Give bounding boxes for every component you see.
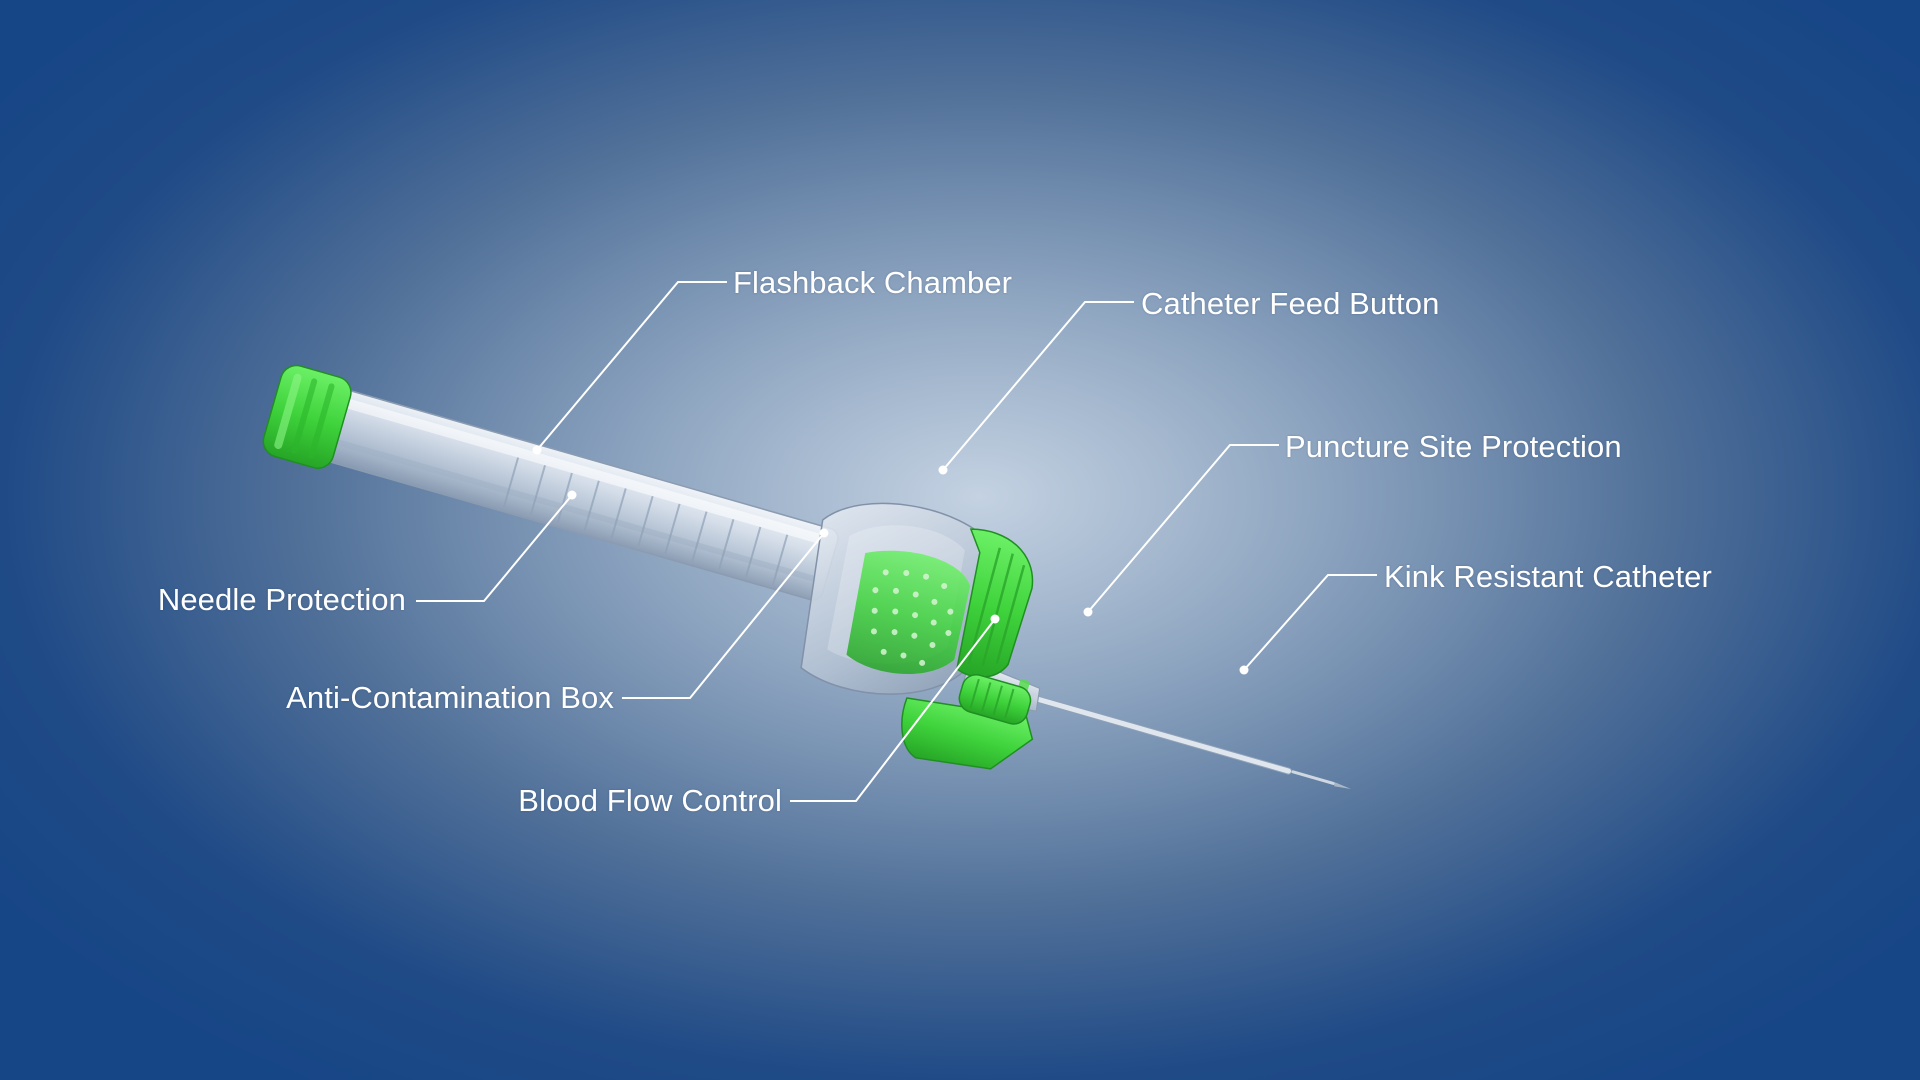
catheter-feed-button-part bbox=[956, 528, 1034, 678]
leader-catheter-feed-button bbox=[942, 301, 1134, 471]
label-blood-flow-control: Blood Flow Control bbox=[518, 783, 782, 818]
label-puncture-site-protection: Puncture Site Protection bbox=[1285, 429, 1622, 464]
anchor-anti-contamination-box bbox=[819, 528, 829, 538]
anchor-puncture-site-protection bbox=[1083, 607, 1093, 617]
catheter-tube bbox=[1031, 694, 1352, 789]
anchor-blood-flow-control bbox=[990, 614, 1000, 624]
blood-flow-control-part bbox=[901, 674, 1034, 770]
anchor-kink-resistant-catheter bbox=[1239, 665, 1249, 675]
needle-barrel bbox=[321, 389, 839, 601]
leader-puncture-site-protection bbox=[1087, 444, 1279, 613]
anchor-dots bbox=[532, 445, 1249, 675]
label-needle-protection: Needle Protection bbox=[157, 582, 406, 617]
label-flashback-chamber: Flashback Chamber bbox=[733, 265, 1013, 300]
label-kink-resistant-catheter: Kink Resistant Catheter bbox=[1384, 559, 1712, 594]
anchor-catheter-feed-button bbox=[938, 465, 948, 475]
leader-needle-protection bbox=[416, 494, 573, 602]
anti-contamination-filter bbox=[846, 550, 971, 675]
leader-anti-contamination-box bbox=[622, 532, 825, 699]
label-anti-contamination-box: Anti-Contamination Box bbox=[286, 680, 614, 715]
leader-flashback-chamber bbox=[536, 281, 727, 451]
leader-kink-resistant-catheter bbox=[1243, 574, 1377, 671]
label-catheter-feed-button: Catheter Feed Button bbox=[1141, 286, 1440, 321]
leader-lines bbox=[416, 281, 1377, 802]
leader-blood-flow-control bbox=[790, 618, 996, 802]
anchor-needle-protection bbox=[567, 490, 577, 500]
barrel-ridges bbox=[502, 457, 789, 586]
flashback-plug-cap bbox=[262, 364, 352, 469]
iv-catheter-device bbox=[262, 364, 1352, 789]
anchor-flashback-chamber bbox=[532, 445, 542, 455]
